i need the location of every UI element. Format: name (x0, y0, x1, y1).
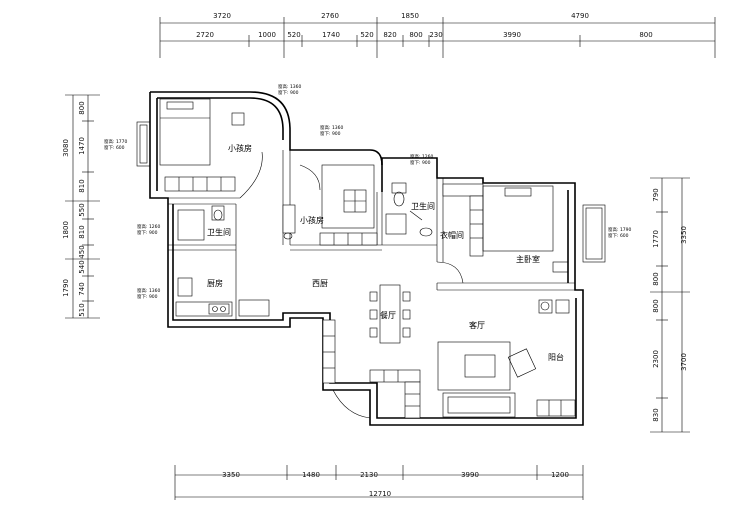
room-master-bedroom: 主卧室 (516, 254, 540, 264)
dim-right-inner-5: 830 (652, 408, 660, 421)
furniture (159, 98, 570, 418)
left-inner-labels: 800 1470 810 550 810 450 540 740 510 (78, 101, 86, 316)
window-note-4-line1: 窗高: 1260 (137, 223, 161, 230)
dim-top-inner-5: 820 (383, 31, 396, 39)
window-note-2-line1: 窗高: 1360 (320, 124, 344, 131)
doors (239, 151, 464, 419)
window-note-3-line1: 窗高: 1260 (410, 153, 434, 160)
right-dimension-lines (650, 177, 690, 433)
sofa (442, 392, 516, 418)
dim-left-outer-2: 1790 (62, 279, 70, 297)
dim-top-inner-2: 520 (287, 31, 300, 39)
window-note-2-line2: 窗下: 900 (320, 130, 341, 137)
dim-top-inner-8: 3990 (503, 31, 521, 39)
dim-left-inner-2: 810 (78, 179, 86, 192)
window-note-1-line2: 窗下: 600 (104, 144, 125, 151)
dim-left-outer-1: 1800 (62, 221, 70, 239)
dim-top-outer-3: 4790 (571, 12, 589, 20)
left-dimension-lines (65, 94, 100, 319)
window-note-6-line1: 窗高: 1790 (608, 226, 632, 233)
dim-right-outer-0: 3350 (680, 226, 688, 244)
toilet-1 (211, 205, 225, 221)
dim-bottom-1: 1480 (302, 471, 320, 479)
fixtures (177, 182, 433, 315)
dim-left-outer-0: 3080 (62, 139, 70, 157)
cabinetry (164, 176, 576, 419)
bed-kids-2 (321, 164, 375, 229)
interior-walls (168, 150, 575, 320)
dim-right-outer-1: 3700 (680, 353, 688, 371)
bay-windows (136, 121, 606, 263)
top-dimension-lines (159, 17, 716, 58)
dim-right-inner-0: 790 (652, 188, 660, 201)
dim-left-inner-4: 810 (78, 225, 86, 238)
dim-top-inner-4: 520 (360, 31, 373, 39)
dim-right-inner-2: 800 (652, 272, 660, 285)
room-dining: 餐厅 (380, 311, 396, 320)
window-note-6-line2: 窗下: 600 (608, 232, 629, 239)
room-kids-2: 小孩房 (300, 215, 324, 225)
dim-top-inner-1: 1000 (258, 31, 276, 39)
window-note-4-line2: 窗下: 900 (137, 229, 158, 236)
top-inner-labels: 2720 1000 520 1740 520 820 800 230 3990 … (196, 31, 653, 39)
top-outer-labels: 3720 2760 1850 4790 (213, 12, 589, 20)
right-outer-labels: 3350 3700 (680, 226, 688, 371)
dim-bottom-2: 2130 (360, 471, 378, 479)
dim-left-inner-5: 450 (78, 245, 86, 258)
room-living: 客厅 (469, 320, 485, 330)
room-bathroom-2: 卫生间 (411, 201, 435, 211)
room-western-kitchen: 西厨 (312, 279, 328, 288)
dim-top-inner-3: 1740 (322, 31, 340, 39)
dim-left-inner-6: 540 (78, 260, 86, 273)
dim-left-inner-1: 1470 (78, 137, 86, 155)
right-inner-labels: 790 1770 800 800 2300 830 (652, 188, 660, 421)
bed-master (482, 185, 554, 252)
left-outer-labels: 3080 1800 1790 (62, 139, 70, 297)
dim-top-inner-9: 800 (639, 31, 652, 39)
dim-left-inner-8: 510 (78, 303, 86, 316)
window-note-0-line2: 窗下: 900 (278, 89, 299, 96)
exterior-walls (149, 91, 584, 426)
room-bathroom-1: 卫生间 (207, 227, 231, 237)
dim-right-inner-4: 2300 (652, 350, 660, 368)
room-labels: 小孩房 小孩房 卫生间 卫生间 厨房 西厨 餐厅 客厅 衣帽间 主卧室 阳台 (207, 143, 564, 362)
room-cloakroom: 衣帽间 (440, 230, 464, 240)
dim-top-outer-2: 1850 (401, 12, 419, 20)
dim-left-inner-3: 550 (78, 203, 86, 216)
dim-left-inner-0: 800 (78, 101, 86, 114)
room-kitchen: 厨房 (207, 278, 223, 288)
window-note-0-line1: 窗高: 1360 (278, 83, 302, 90)
bottom-labels: 3350 1480 2130 3990 1200 12710 (222, 471, 569, 498)
dim-bottom-4: 1200 (551, 471, 569, 479)
room-balcony: 阳台 (548, 352, 564, 362)
dim-bottom-total: 12710 (369, 490, 391, 498)
dim-top-outer-0: 3720 (213, 12, 231, 20)
window-note-1-line1: 窗高: 1770 (104, 138, 128, 145)
dim-left-inner-7: 740 (78, 282, 86, 295)
window-annotations: 窗高: 1360 窗下: 900 窗高: 1770 窗下: 600 窗高: 13… (104, 83, 632, 300)
dim-right-inner-1: 1770 (652, 230, 660, 248)
dim-top-inner-7: 230 (429, 31, 442, 39)
window-note-3-line2: 窗下: 900 (410, 159, 431, 166)
window-note-5-line1: 窗高: 1360 (137, 287, 161, 294)
bed-kids-1 (159, 98, 211, 166)
dim-top-inner-0: 2720 (196, 31, 214, 39)
dim-top-outer-1: 2760 (321, 12, 339, 20)
toilet-2 (391, 182, 407, 194)
dining-table (379, 284, 401, 344)
dim-bottom-0: 3350 (222, 471, 240, 479)
dim-right-inner-3: 800 (652, 299, 660, 312)
dim-top-inner-6: 800 (409, 31, 422, 39)
room-kids-1: 小孩房 (228, 143, 252, 153)
window-note-5-line2: 窗下: 900 (137, 293, 158, 300)
bottom-dimension-lines (174, 465, 584, 500)
dim-bottom-3: 3990 (461, 471, 479, 479)
